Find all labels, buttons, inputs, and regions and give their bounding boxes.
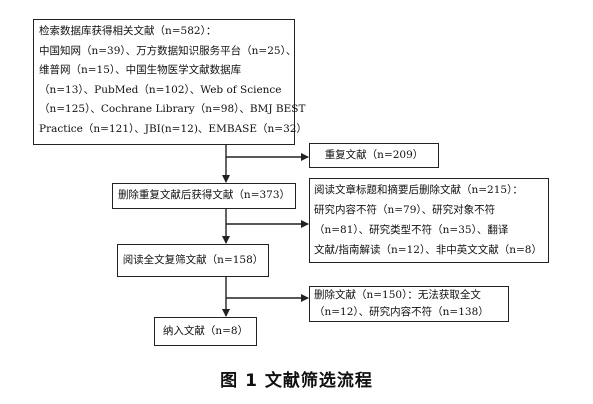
- figure-caption: 图 1 文献筛选流程: [220, 371, 373, 391]
- fulltext-review-label: 阅读全文复筛文献（n=158）: [122, 253, 264, 266]
- after-dedup-box: 删除重复文献后获得文献（n=373）: [112, 183, 296, 209]
- search-line-3: 维普网（n=15）、中国生物医学文献数据库: [39, 64, 242, 76]
- search-line-2: 中国知网（n=39）、万方数据知识服务平台（n=25）、: [39, 44, 297, 57]
- included-label: 纳入文献（n=8）: [162, 324, 249, 337]
- fulltext-review-box: 阅读全文复筛文献（n=158）: [117, 244, 269, 277]
- ft-excluded-line-1: 删除文献（n=150）：无法获取全文: [314, 289, 481, 301]
- tiab-line-1: 阅读文章标题和摘要后删除文献（n=215）：: [314, 184, 523, 196]
- search-line-6: Practice（n=121）、JBI(n=12)、EMBASE（n=32）: [39, 122, 307, 135]
- search-line-1: 检索数据库获得相关文献（n=582）：: [39, 25, 217, 37]
- search-results-box: 检索数据库获得相关文献（n=582）： 中国知网（n=39）、万方数据知识服务平…: [33, 19, 307, 145]
- ft-excluded-line-2: （n=12）、研究内容不符（n=138）: [314, 306, 489, 318]
- duplicates-box: 重复文献（n=209）: [309, 143, 439, 168]
- fulltext-excluded-box: 删除文献（n=150）：无法获取全文 （n=12）、研究内容不符（n=138）: [309, 286, 509, 322]
- title-abstract-excluded-box: 阅读文章标题和摘要后删除文献（n=215）： 研究内容不符（n=79）、研究对象…: [309, 178, 549, 263]
- duplicates-label: 重复文献（n=209）: [324, 148, 424, 161]
- tiab-line-4: 文献/指南解读（n=12）、非中英文文献（n=8）: [314, 244, 542, 256]
- search-line-5: （n=125）、Cochrane Library（n=98）、BMJ BEST: [39, 103, 306, 115]
- tiab-line-3: （n=81）、研究类型不符（n=35）、翻译: [314, 224, 509, 236]
- search-line-4: （n=13）、PubMed（n=102）、Web of Science: [39, 83, 282, 96]
- included-box: 纳入文献（n=8）: [154, 317, 257, 346]
- after-dedup-label: 删除重复文献后获得文献（n=373）: [117, 189, 291, 202]
- tiab-line-2: 研究内容不符（n=79）、研究对象不符: [314, 204, 496, 216]
